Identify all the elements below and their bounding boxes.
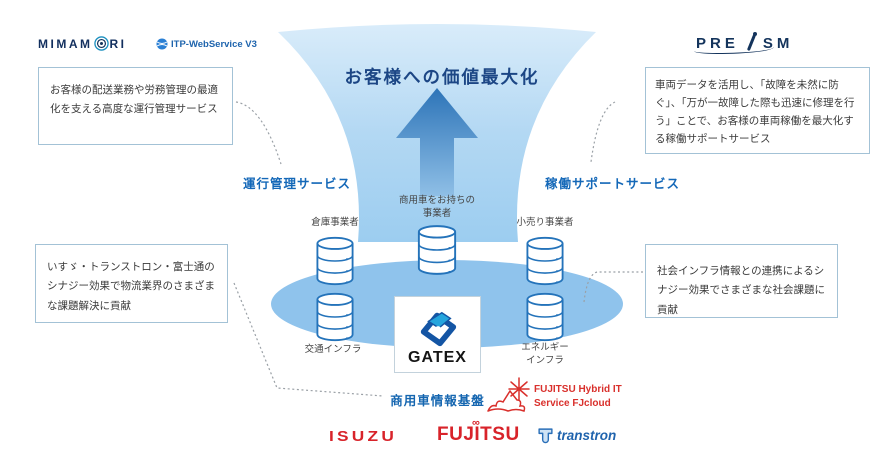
gatex-logo-icon <box>420 311 456 347</box>
fujitsu-logo: FUJITSU ∞ <box>437 417 520 446</box>
db-cylinder-energy <box>526 292 564 342</box>
label-energy-infra: エネルギー インフラ <box>490 341 600 368</box>
connector-bottom-right <box>583 271 643 303</box>
label-warehouse-operator: 倉庫事業者 <box>311 217 359 228</box>
label-energy-line2: インフラ <box>526 355 564 367</box>
connector-top-left <box>235 101 282 165</box>
info-box-logistics-synergy: いすゞ・トランストロン・富士通のシナジー効果で物流業界のさまざまな課題解決に貢献 <box>35 244 228 323</box>
info-box-operation-management: お客様の配送業務や労務管理の最適化を支える高度な運行管理サービス <box>38 67 233 145</box>
label-retail-operator: 小売り事業者 <box>516 217 574 228</box>
preism-underline <box>694 44 774 54</box>
label-traffic-infra: 交通インフラ <box>304 344 362 355</box>
label-commercial-vehicle-owner: 商用車をお持ちの 事業者 <box>382 194 492 221</box>
fjcloud-line1: FUJITSU Hybrid IT <box>534 384 622 395</box>
fjcloud-logo-text: FUJITSU Hybrid IT Service FJcloud <box>534 383 622 410</box>
db-cylinder-commercial <box>417 225 457 275</box>
info-box-uptime-support: 車両データを活用し、「故障を未然に防ぐ」、「万が一故障した際も迅速に修理を行う」… <box>645 67 870 154</box>
transtron-t-icon <box>538 428 553 444</box>
db-cylinder-traffic <box>316 292 354 342</box>
diagram-title: お客様への価値最大化 <box>344 67 540 87</box>
transtron-logo: transtron <box>537 427 616 444</box>
db-cylinder-warehouse <box>316 236 354 286</box>
globe-icon <box>156 38 168 50</box>
label-operation-management-service: 運行管理サービス <box>243 177 352 191</box>
transtron-wordmark: transtron <box>557 428 617 443</box>
gatex-wordmark: GATEX <box>408 349 467 366</box>
gatex-platform-box: GATEX <box>394 296 481 373</box>
connector-bottom-left <box>233 282 384 397</box>
info-box-social-infra-synergy: 社会インフラ情報との連携によるシナジー効果でさまざまな社会課題に貢献 <box>645 244 838 318</box>
itp-webservice-logo: ITP-WebService V3 <box>156 38 257 50</box>
label-commercial-line1: 商用車をお持ちの <box>398 195 475 206</box>
fjcloud-mountain-icon <box>487 377 530 412</box>
fujitsu-infinity-icon: ∞ <box>472 417 481 429</box>
isuzu-logo: ISUZU <box>329 429 398 445</box>
mimamori-target-icon <box>93 36 109 51</box>
itp-label: ITP-WebService V3 <box>171 38 257 50</box>
fujitsu-wordmark: FUJITSU <box>437 424 520 445</box>
preism-slash-icon <box>739 32 763 53</box>
mimamori-logo: MIMAM RI <box>38 36 127 51</box>
mimamori-text-pre: MIMAM <box>38 36 93 51</box>
connector-top-right <box>590 101 616 163</box>
label-commercial-line2: 事業者 <box>422 208 452 220</box>
label-uptime-support-service: 稼働サポートサービス <box>545 177 681 191</box>
db-cylinder-retail <box>526 236 564 286</box>
fjcloud-line2: Service FJcloud <box>534 397 611 409</box>
up-arrow <box>396 88 478 196</box>
platform-caption: 商用車情報基盤 <box>390 394 485 408</box>
mimamori-text-post: RI <box>109 36 127 51</box>
label-energy-line1: エネルギー <box>521 342 569 353</box>
